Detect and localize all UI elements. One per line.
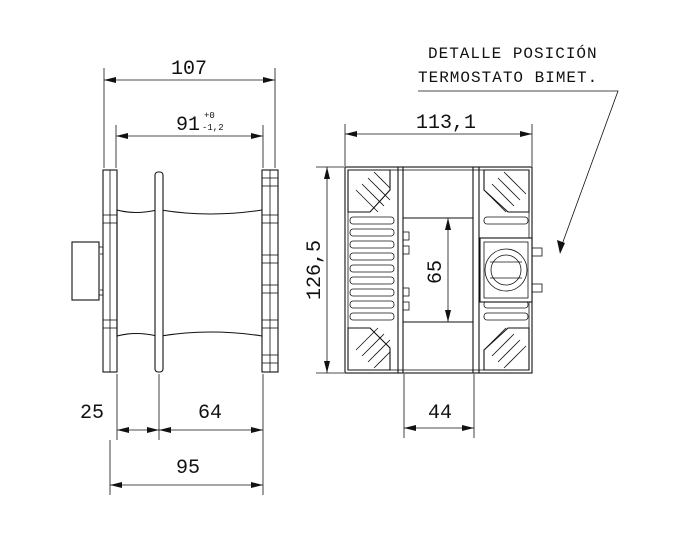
dim-front-width: 113,1	[416, 112, 476, 135]
thermostat-body	[479, 237, 533, 303]
dim-base-width: 95	[176, 457, 200, 480]
leader-line	[418, 90, 619, 251]
leader-arrow	[557, 240, 565, 254]
thermostat-box	[71, 241, 100, 301]
thermostat-disc	[484, 248, 528, 292]
thermostat-detail	[479, 237, 543, 303]
left-winding-bars	[349, 216, 410, 321]
corner-top-right	[483, 169, 530, 213]
front-view-dimensions: 113,1 126,5 65 44	[304, 112, 533, 438]
dim-overall-width: 107	[171, 58, 207, 81]
note-line-2: TERMOSTATO BIMET.	[418, 69, 598, 87]
spool-body-left	[116, 209, 158, 337]
note-line-1: DETALLE POSICIÓN	[428, 44, 598, 63]
corner-bottom-left	[347, 327, 391, 371]
spool-body-right	[160, 209, 263, 337]
dim-inner-width: 91	[176, 114, 200, 137]
side-view	[71, 169, 279, 373]
front-view	[344, 166, 543, 374]
dim-spool-width: 64	[198, 402, 222, 425]
dim-left-offset: 25	[80, 402, 104, 425]
corner-top-left	[347, 169, 391, 213]
side-view-dimensions: 107 91 +0 -1,2 25 64 95	[80, 58, 276, 495]
terminal-bottom	[531, 283, 543, 293]
dim-inner-tol-plus: +0	[204, 111, 215, 121]
terminal-top	[531, 247, 543, 257]
right-winding-bars	[483, 216, 529, 321]
dim-height: 126,5	[304, 240, 327, 300]
dim-inner-tol-minus: -1,2	[202, 123, 224, 133]
thermostat-note: DETALLE POSICIÓN TERMOSTATO BIMET.	[418, 44, 619, 254]
corner-bottom-right	[483, 327, 530, 371]
dim-inner-height: 65	[425, 260, 448, 284]
middle-flange	[154, 171, 164, 373]
dim-center-width: 44	[428, 402, 452, 425]
